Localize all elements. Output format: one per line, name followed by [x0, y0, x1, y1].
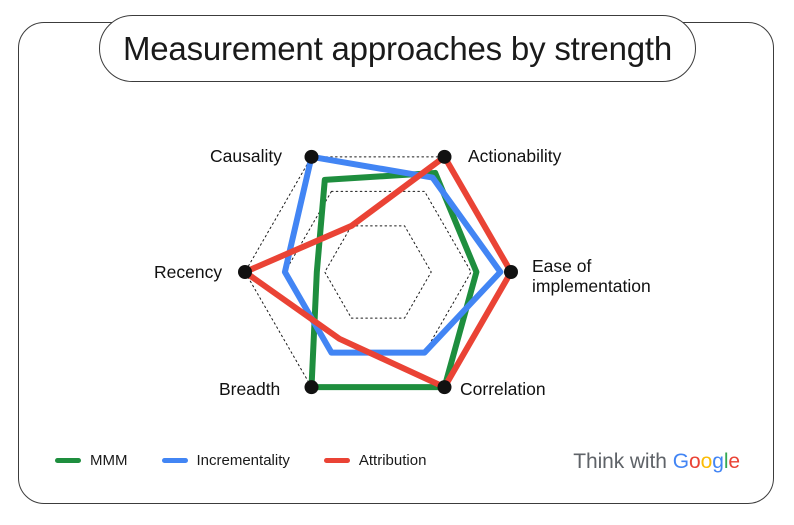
- axis-label-ease-line1: Ease of: [532, 256, 592, 276]
- legend-label: MMM: [90, 452, 128, 469]
- axis-label-ease-of-implementation: Ease of implementation: [532, 256, 682, 296]
- google-letter: g: [712, 450, 724, 473]
- vertex-dot-breadth: [304, 380, 319, 395]
- google-letter: l: [723, 450, 729, 473]
- vertex-dot-correlation: [437, 380, 452, 395]
- axis-label-correlation: Correlation: [460, 379, 546, 399]
- page-title: Measurement approaches by strength: [122, 29, 672, 67]
- brand-prefix-text: Think with: [573, 450, 667, 473]
- chart-card: [18, 22, 774, 504]
- radar-chart: Causality Actionability Ease of implemen…: [154, 146, 682, 399]
- axis-label-breadth: Breadth: [219, 379, 281, 399]
- legend-swatch-icon: [55, 458, 81, 463]
- axis-label-causality: Causality: [210, 146, 282, 166]
- axis-label-recency: Recency: [154, 262, 223, 282]
- legend-item-incrementality[interactable]: Incrementality: [161, 452, 290, 469]
- axis-label-ease-line2: implementation: [532, 276, 651, 296]
- legend-label: Incrementality: [196, 452, 290, 469]
- legend-label: Attribution: [358, 452, 427, 469]
- legend-item-mmm[interactable]: MMM: [55, 452, 128, 469]
- legend-item-attribution[interactable]: Attribution: [323, 452, 427, 469]
- think-with-google-logo: Think with Google: [573, 450, 740, 474]
- google-letter: o: [689, 450, 701, 473]
- grid-ring-0: [324, 225, 432, 319]
- axis-label-actionability: Actionability: [468, 146, 562, 166]
- vertex-dot-causality: [304, 149, 319, 164]
- radar-vertex-dots: [238, 149, 518, 395]
- series-polygon-incrementality: [281, 153, 504, 356]
- vertex-dot-actionability: [437, 149, 452, 164]
- legend-swatch-icon: [323, 458, 350, 463]
- title-pill: Measurement approaches by strength: [99, 15, 696, 82]
- google-letter: G: [672, 450, 690, 473]
- radar-series: [242, 153, 514, 391]
- vertex-dot-recency: [238, 265, 252, 279]
- chart-legend: MMM Incrementality Attribution: [55, 452, 426, 469]
- vertex-dot-ease-of-implementation: [504, 265, 518, 279]
- radar-svg: [238, 149, 518, 395]
- google-letter: o: [700, 450, 713, 473]
- google-wordmark: Google: [673, 450, 740, 474]
- google-letter: e: [728, 450, 740, 473]
- legend-swatch-icon: [161, 458, 188, 463]
